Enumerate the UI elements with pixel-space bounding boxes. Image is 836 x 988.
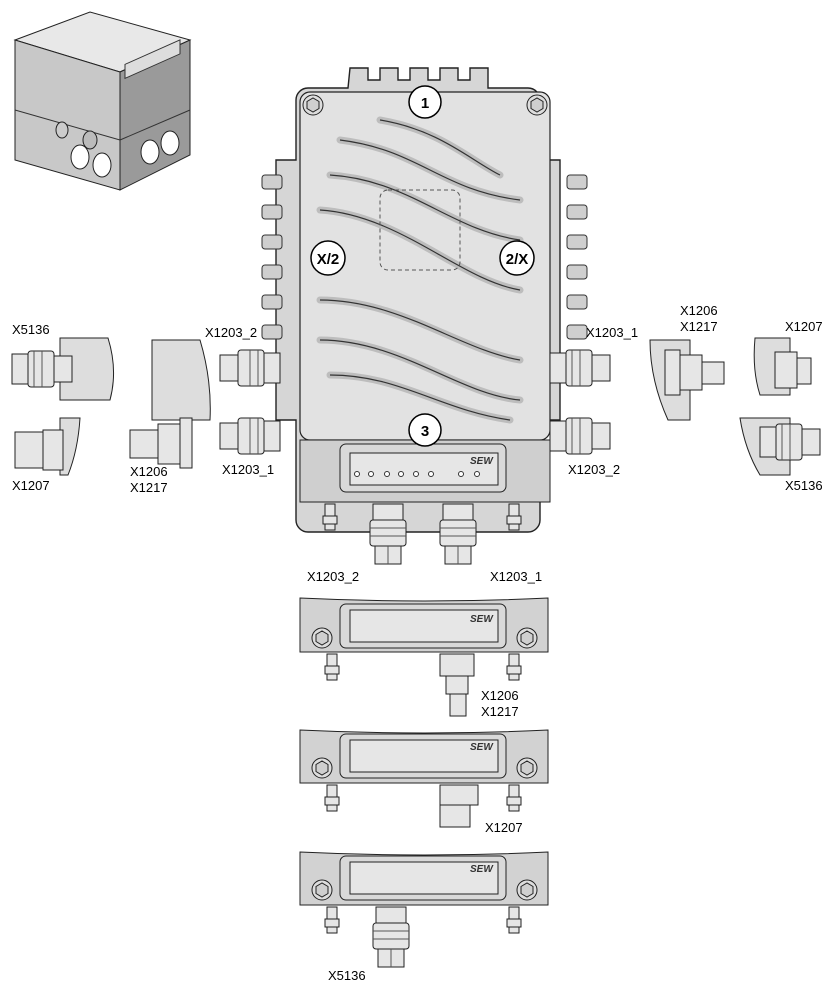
callout-3: 3 bbox=[408, 413, 442, 447]
label-x1203-1-left: X1203_1 bbox=[222, 462, 274, 477]
connector-x5136-left bbox=[11, 350, 73, 388]
mounting-foot bbox=[322, 503, 338, 531]
label-x5136-left: X5136 bbox=[12, 322, 50, 337]
right-variants bbox=[649, 337, 821, 476]
label-x1203-1-bottom: X1203_1 bbox=[490, 569, 542, 584]
label-x1203-2-right: X1203_2 bbox=[568, 462, 620, 477]
side-fins bbox=[261, 174, 588, 340]
screw-icon bbox=[526, 94, 548, 116]
label-x1206-left: X1206 bbox=[130, 464, 168, 479]
label-x1206-panel: X1206 bbox=[481, 688, 519, 703]
connector-left-bottom bbox=[219, 417, 281, 455]
connector-right-bottom bbox=[549, 417, 611, 455]
main-device: SEW bbox=[219, 67, 611, 565]
label-x1203-2-bottom: X1203_2 bbox=[307, 569, 359, 584]
led-panel bbox=[349, 452, 499, 486]
svg-text:SEW: SEW bbox=[470, 742, 494, 753]
status-leds bbox=[354, 471, 480, 477]
callout-2x: 2/X bbox=[499, 240, 535, 276]
label-x1206-right: X1206 bbox=[680, 303, 718, 318]
connector-left-top bbox=[219, 349, 281, 387]
label-x1203-1-right: X1203_1 bbox=[586, 325, 638, 340]
svg-text:2/X: 2/X bbox=[506, 251, 529, 268]
svg-text:1: 1 bbox=[421, 95, 429, 112]
svg-text:SEW: SEW bbox=[470, 614, 494, 625]
label-x5136-right: X5136 bbox=[785, 478, 823, 493]
bottom-variant-x1206: SEW bbox=[299, 597, 549, 717]
label-x1217-panel: X1217 bbox=[481, 704, 519, 719]
connector-bottom-left bbox=[369, 503, 407, 565]
connector-right-top bbox=[549, 349, 611, 387]
label-x1203-2-left: X1203_2 bbox=[205, 325, 257, 340]
label-x1217-right: X1217 bbox=[680, 319, 718, 334]
callout-1: 1 bbox=[408, 85, 442, 119]
mounting-foot bbox=[506, 503, 522, 531]
label-x5136-panel: X5136 bbox=[328, 968, 366, 983]
connector-bottom-right bbox=[439, 503, 477, 565]
left-variants bbox=[11, 337, 211, 476]
sew-logo: SEW bbox=[470, 456, 494, 467]
svg-text:3: 3 bbox=[421, 423, 429, 440]
screw-icon bbox=[302, 94, 324, 116]
connector-x5136-right bbox=[759, 423, 821, 461]
label-x1207-right: X1207 bbox=[785, 319, 823, 334]
svg-text:X/2: X/2 bbox=[317, 251, 340, 268]
housing-thumbnail bbox=[13, 11, 192, 191]
bottom-variant-x5136: SEW bbox=[299, 851, 549, 968]
label-x1207-left: X1207 bbox=[12, 478, 50, 493]
label-x1207-panel: X1207 bbox=[485, 820, 523, 835]
callout-x2: X/2 bbox=[310, 240, 346, 276]
label-x1217-left: X1217 bbox=[130, 480, 168, 495]
cooling-ribs bbox=[316, 116, 524, 424]
bottom-variant-x1207: SEW bbox=[299, 729, 549, 828]
svg-text:SEW: SEW bbox=[470, 864, 494, 875]
